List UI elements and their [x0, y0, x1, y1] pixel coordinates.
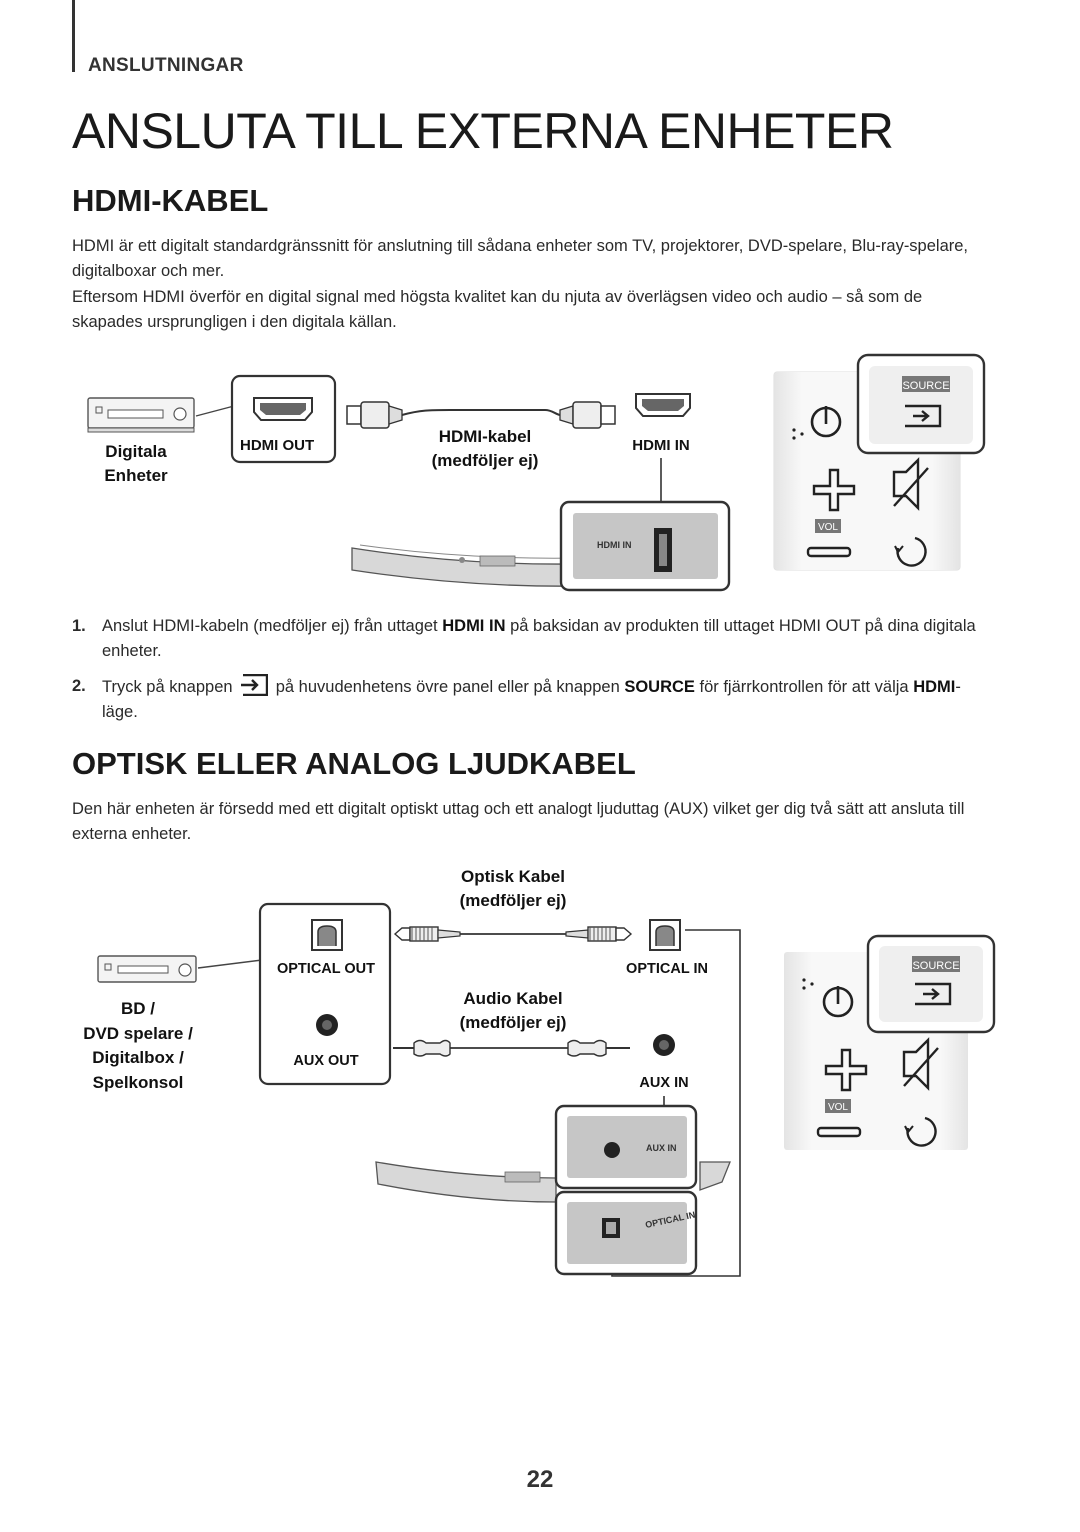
audio-cable-label-2: (medföljer ej) — [460, 1013, 567, 1032]
player-device-icon — [87, 397, 195, 433]
aux-out-label: AUX OUT — [293, 1053, 358, 1069]
optical-heading: OPTISK ELLER ANALOG LJUDKABEL — [72, 746, 636, 781]
remote-control-icon-2: SOURCE VOL — [784, 934, 996, 1150]
source-label-2: SOURCE — [912, 960, 959, 972]
step-1-number: 1. — [72, 617, 86, 635]
optical-in-port-icon — [649, 919, 681, 951]
optical-paragraph: Den här enheten är försedd med ett digit… — [72, 800, 965, 843]
optical-out-label: OPTICAL OUT — [277, 961, 375, 977]
step-1: 1. Anslut HDMI-kabeln (medföljer ej) frå… — [72, 614, 992, 664]
hdmi-port-icon — [253, 397, 313, 421]
aux-out-port-icon — [316, 1014, 338, 1036]
optical-out-port-icon — [311, 919, 343, 951]
page-title: ANSLUTA TILL EXTERNA ENHETER — [72, 103, 894, 159]
audio-cable-label-1: Audio Kabel — [463, 989, 562, 1008]
bd-player-icon — [97, 955, 197, 983]
vol-label: VOL — [818, 522, 838, 533]
aux-in-label: AUX IN — [639, 1075, 688, 1091]
hdmi-connection-diagram: HDMI OUT Digitala Enheter HDMI-kabel (me… — [0, 350, 1080, 600]
device-label-2: Enheter — [104, 466, 168, 485]
vol-label-2: VOL — [828, 1102, 848, 1113]
step-2-text: Tryck på knappen på huvudenhetens övre p… — [102, 674, 992, 725]
device-line-1: BD / — [121, 999, 155, 1018]
remote-control-icon: SOURCE VOL — [773, 353, 986, 571]
optical-cable-label-2: (medföljer ej) — [460, 891, 567, 910]
hdmi-cable-label-1: HDMI-kabel — [439, 427, 532, 446]
hdmi-paragraph-1: HDMI är ett digitalt standardgränssnitt … — [72, 237, 969, 280]
step-2: 2. Tryck på knappen på huvudenhetens övr… — [72, 674, 992, 724]
soundbar-icon — [351, 544, 591, 587]
hdmi-heading: HDMI-KABEL — [72, 183, 269, 218]
out-ports-callout — [258, 902, 392, 1086]
device-label-1: Digitala — [105, 442, 167, 461]
section-label: ANSLUTNINGAR — [88, 55, 244, 76]
hdmi-in-label: HDMI IN — [632, 437, 690, 454]
hdmi-cable-label-2: (medföljer ej) — [432, 451, 539, 470]
optical-aux-connection-diagram: Optisk Kabel (medföljer ej) BD / DVD spe… — [0, 860, 1080, 1280]
device-line-3: Digitalbox / — [92, 1048, 184, 1067]
page-number: 22 — [526, 1466, 554, 1493]
header-rule — [72, 0, 75, 72]
device-line-2: DVD spelare / — [83, 1024, 193, 1043]
optical-in-label: OPTICAL IN — [626, 961, 708, 977]
device-line-4: Spelkonsol — [93, 1073, 184, 1092]
step-2-number: 2. — [72, 677, 86, 695]
hdmi-paragraph-2: Eftersom HDMI överför en digital signal … — [72, 288, 923, 331]
hdmi-out-label: HDMI OUT — [240, 437, 314, 454]
source-input-icon — [241, 674, 269, 696]
optical-cable-label-1: Optisk Kabel — [461, 867, 565, 886]
source-label: SOURCE — [902, 380, 949, 392]
aux-in-port-icon — [653, 1034, 675, 1056]
step-1-text: Anslut HDMI-kabeln (medföljer ej) från u… — [102, 617, 976, 660]
audio-cable-icon — [393, 1039, 630, 1057]
hdmi-in-port-icon — [635, 393, 691, 417]
panel-aux-in-label: AUX IN — [646, 1143, 677, 1153]
hdmi-cable-icon — [346, 401, 616, 429]
optical-cable-icon — [393, 926, 633, 942]
panel-hdmi-in-label: HDMI IN — [597, 540, 632, 550]
